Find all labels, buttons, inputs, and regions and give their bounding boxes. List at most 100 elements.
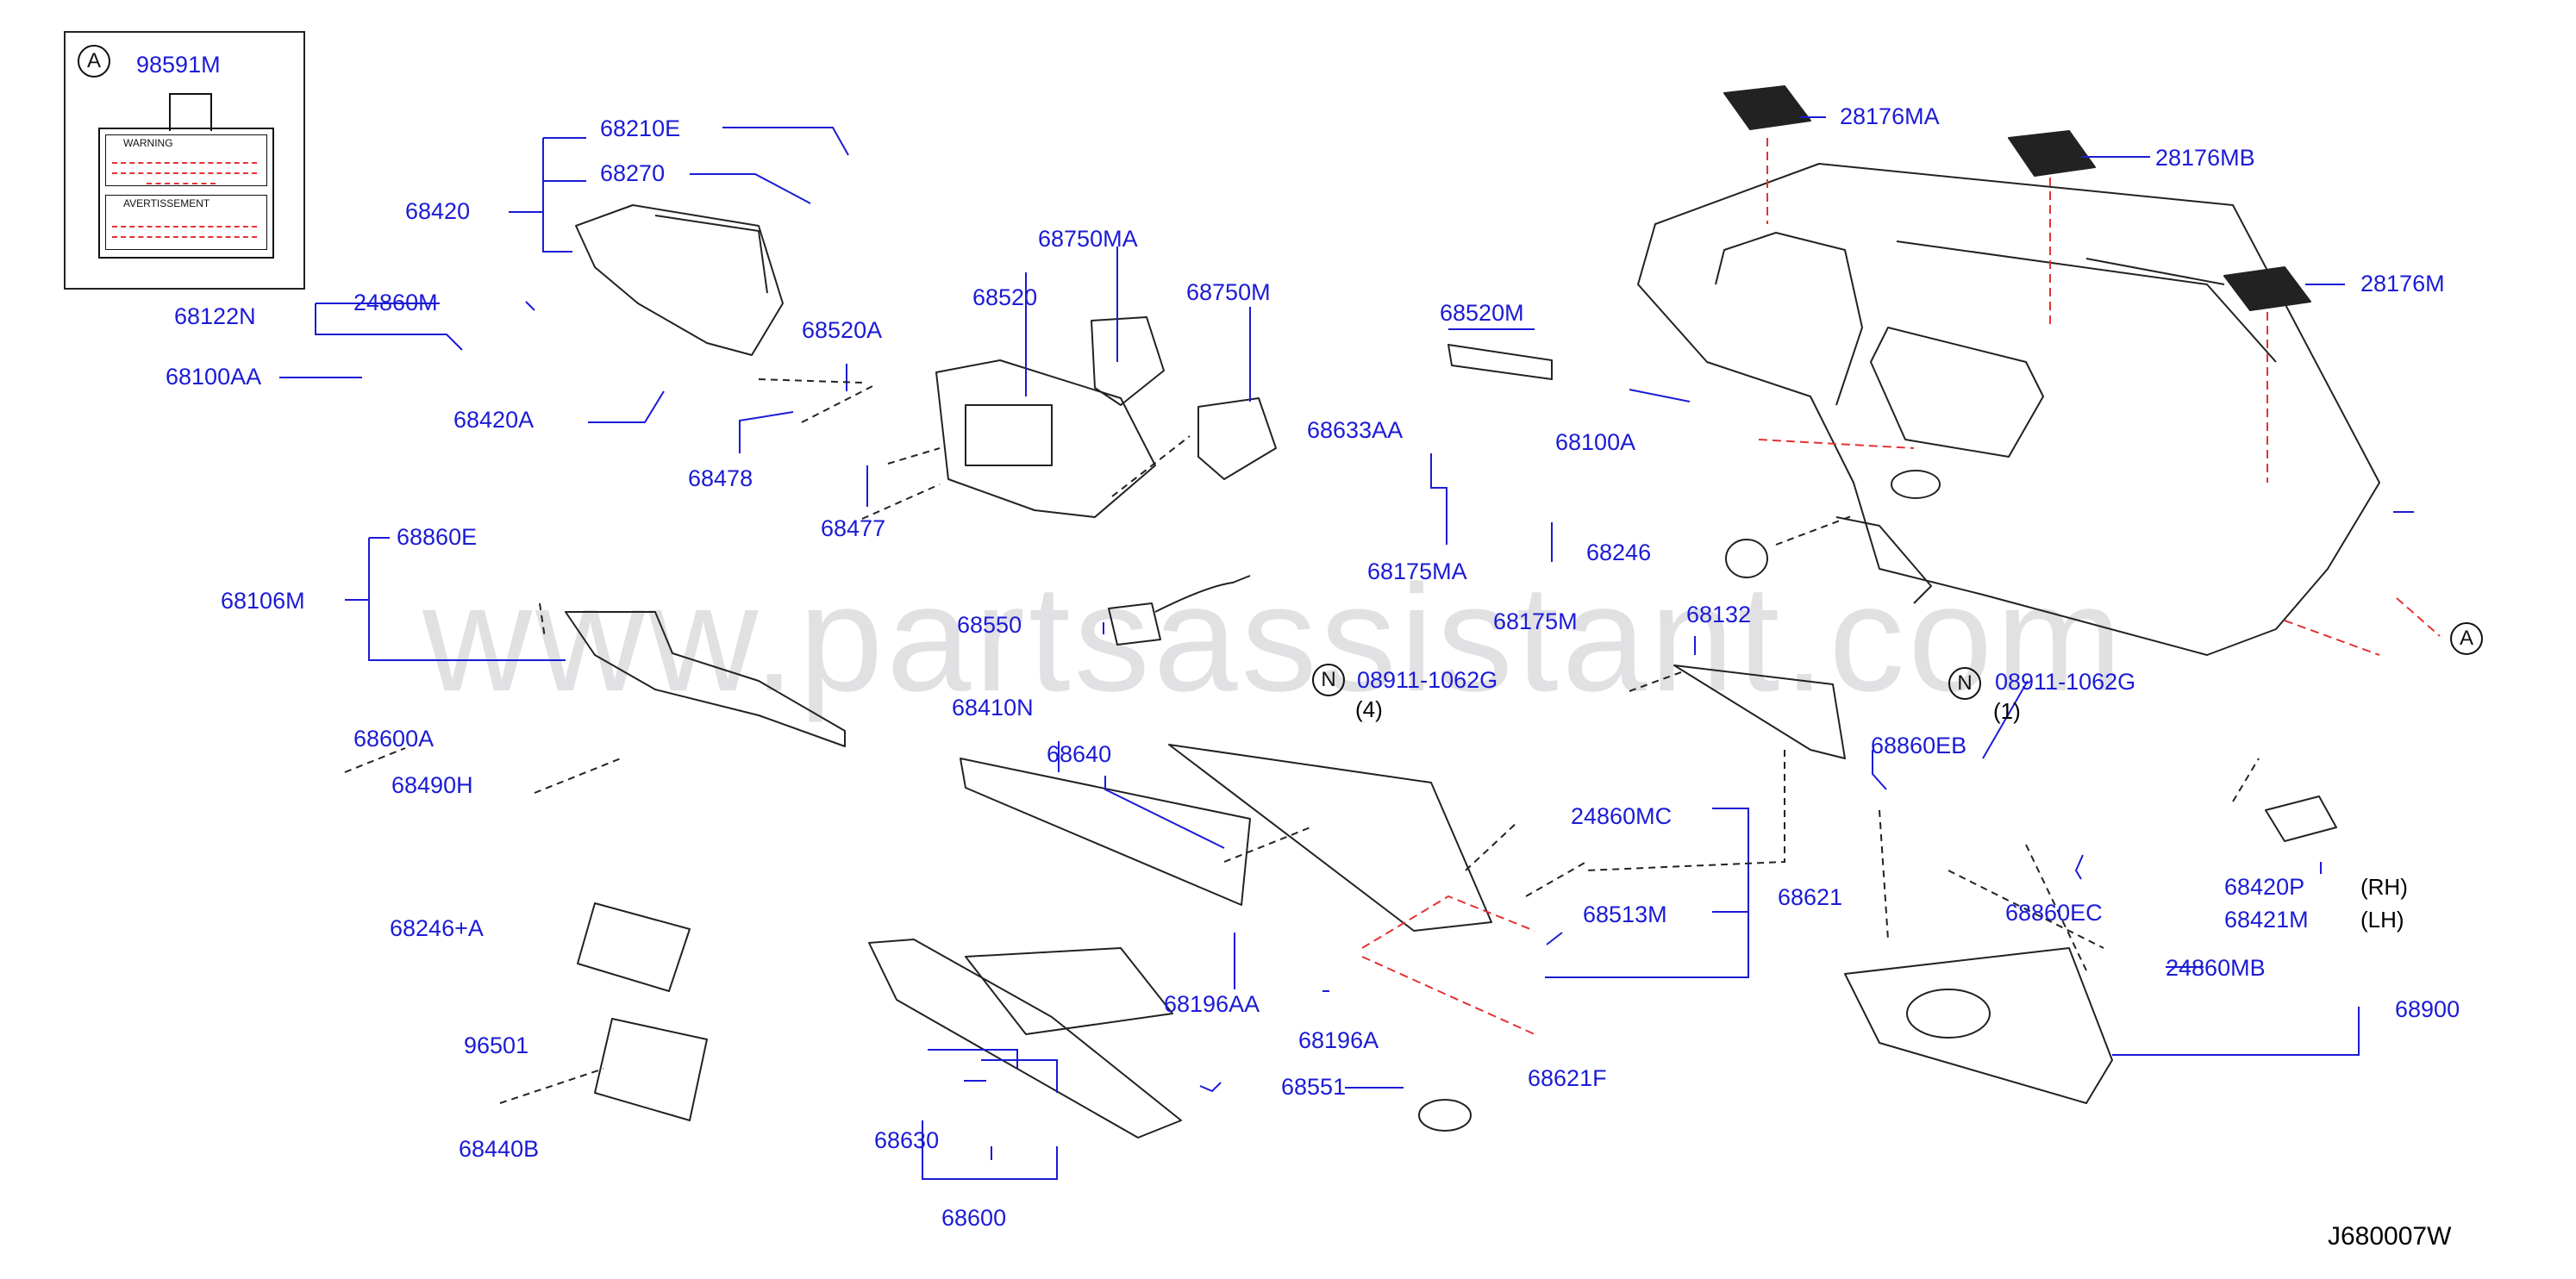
vent-68750M — [1197, 397, 1277, 480]
callout-68100AA[interactable]: 68100AA — [166, 364, 262, 390]
callout-68440B[interactable]: 68440B — [459, 1136, 540, 1162]
qty-4: (4) — [1355, 696, 1383, 722]
callout-24860M[interactable]: 24860M — [353, 290, 438, 315]
callout-68175MA[interactable]: 68175MA — [1367, 558, 1467, 584]
callout-68122N[interactable]: 68122N — [174, 303, 256, 329]
callout-28176MB[interactable]: 28176MB — [2155, 145, 2255, 171]
warning-text: WARNING — [123, 137, 173, 149]
callout-68621[interactable]: 68621 — [1778, 884, 1843, 910]
callout-68860EB[interactable]: 68860EB — [1871, 733, 1967, 758]
avertissement-panel: AVERTISSEMENT — [105, 195, 267, 250]
callout-68750M[interactable]: 68750M — [1186, 279, 1271, 305]
callout-68132[interactable]: 68132 — [1686, 602, 1752, 627]
label-line — [112, 162, 257, 164]
dashed-connectors — [344, 378, 2260, 1104]
cluster-housing — [575, 204, 784, 356]
marker-N-2: N — [1948, 667, 1981, 700]
callout-68246+A[interactable]: 68246+A — [390, 915, 484, 941]
part-68550 — [1108, 602, 1161, 646]
part-68520M — [1447, 344, 1553, 380]
callout-68513M[interactable]: 68513M — [1583, 902, 1667, 927]
qty-1: (1) — [1993, 698, 2021, 724]
callout-68196AA[interactable]: 68196AA — [1164, 991, 1260, 1017]
callout-68490H[interactable]: 68490H — [391, 772, 473, 798]
center-bezel — [935, 359, 1156, 518]
plug-68621F — [1418, 1099, 1472, 1132]
callout-68210E[interactable]: 68210E — [600, 115, 681, 141]
callout-68750MA[interactable]: 68750MA — [1038, 226, 1138, 252]
callout-68621F[interactable]: 68621F — [1528, 1065, 1607, 1091]
marker-A-ref: A — [2450, 622, 2483, 655]
callout-68270[interactable]: 68270 — [600, 160, 666, 186]
callout-68100A[interactable]: 68100A — [1555, 429, 1636, 455]
callout-96501[interactable]: 96501 — [464, 1033, 529, 1058]
note-lh: (LH) — [2360, 907, 2404, 933]
cover-68106M — [565, 611, 846, 747]
avertissement-text: AVERTISSEMENT — [123, 197, 210, 209]
callout-68477[interactable]: 68477 — [821, 515, 886, 541]
pad-28176M — [2223, 266, 2311, 311]
callout-68630[interactable]: 68630 — [874, 1127, 940, 1153]
part-96501 — [594, 1018, 708, 1121]
callout-68860EC[interactable]: 68860EC — [2005, 900, 2103, 926]
dashboard-top-line2 — [2085, 258, 2225, 285]
callout-98591M[interactable]: 98591M — [136, 52, 221, 78]
note-rh: (RH) — [2360, 874, 2408, 900]
part-68132 — [1673, 664, 1846, 759]
vent-68420P — [2265, 795, 2337, 842]
dashboard-hole — [1891, 470, 1941, 499]
part-68246A — [577, 902, 691, 992]
callout-28176MA[interactable]: 28176MA — [1840, 103, 1940, 129]
callout-08911-1062G-2[interactable]: 08911-1062G — [1995, 669, 2136, 695]
housing-68621 — [1168, 744, 1492, 932]
callout-68900[interactable]: 68900 — [2395, 996, 2460, 1022]
label-line — [112, 226, 257, 228]
callout-68420P[interactable]: 68420P — [2224, 874, 2305, 900]
dashboard-lower — [1835, 516, 1932, 604]
callout-68640[interactable]: 68640 — [1047, 741, 1112, 767]
inset-label-box: A 98591M — [64, 31, 305, 290]
glove-box-tray — [965, 947, 1173, 1035]
callout-68520[interactable]: 68520 — [972, 284, 1038, 310]
callout-68420A[interactable]: 68420A — [453, 407, 535, 433]
callout-68246[interactable]: 68246 — [1586, 540, 1652, 565]
callout-68421M[interactable]: 68421M — [2224, 907, 2309, 933]
warning-panel: WARNING — [105, 134, 267, 186]
reference-lines — [1361, 138, 2441, 1035]
console-68900 — [1844, 947, 2113, 1104]
diagram-code: J680007W — [2328, 1222, 2452, 1251]
callout-08911-1062G-1[interactable]: 08911-1062G — [1357, 667, 1498, 693]
callout-68633AA[interactable]: 68633AA — [1307, 417, 1404, 443]
ring-68246 — [1725, 539, 1768, 578]
label-line — [147, 183, 216, 184]
vent-68750MA — [1091, 316, 1165, 406]
label-line — [112, 172, 257, 174]
callout-68106M[interactable]: 68106M — [221, 588, 305, 614]
callout-24860MB[interactable]: 24860MB — [2166, 955, 2266, 981]
callout-24860MC[interactable]: 24860MC — [1571, 803, 1673, 829]
watermark: www.partsassistant.com — [422, 554, 2126, 723]
pad-28176MB — [2008, 130, 2096, 177]
callout-28176M[interactable]: 28176M — [2360, 271, 2445, 296]
leader-lines — [279, 116, 2414, 1180]
callout-68860E[interactable]: 68860E — [397, 524, 478, 550]
callout-68600A[interactable]: 68600A — [353, 726, 435, 752]
callout-68550[interactable]: 68550 — [957, 612, 1022, 638]
dashboard-body — [1637, 163, 2380, 656]
callout-68175M[interactable]: 68175M — [1493, 608, 1578, 634]
callout-68520A[interactable]: 68520A — [802, 317, 883, 343]
callout-68600[interactable]: 68600 — [941, 1205, 1007, 1231]
warning-label: WARNING AVERTISSEMENT — [98, 128, 274, 259]
lid-68410N — [960, 758, 1251, 906]
callout-68551[interactable]: 68551 — [1281, 1074, 1347, 1100]
inset-marker: A — [78, 45, 110, 78]
callout-68410N[interactable]: 68410N — [952, 695, 1034, 721]
callout-68520M[interactable]: 68520M — [1440, 300, 1524, 326]
dashboard-top-line — [1896, 240, 2277, 363]
callout-68420[interactable]: 68420 — [405, 198, 471, 224]
callout-68196A[interactable]: 68196A — [1298, 1027, 1379, 1053]
bezel-screen — [965, 404, 1053, 466]
callout-68478[interactable]: 68478 — [688, 465, 753, 491]
